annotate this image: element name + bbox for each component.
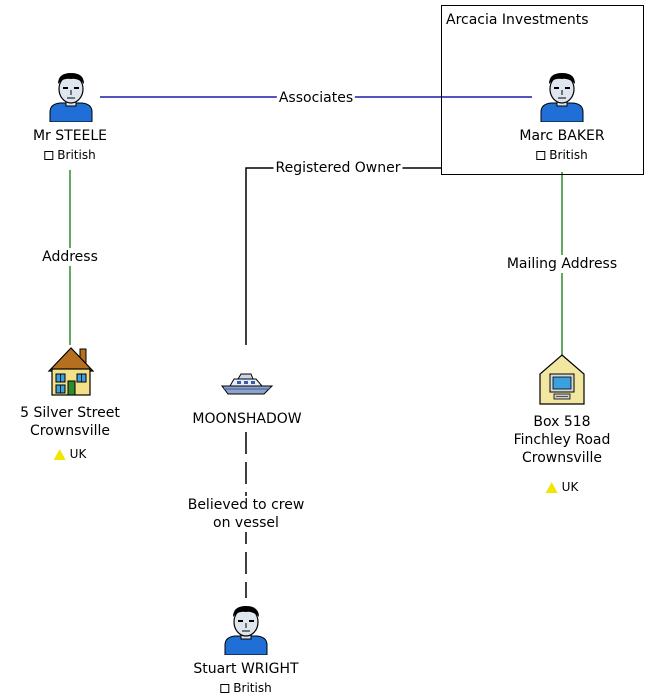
- checkbox-flag-icon: [536, 150, 546, 160]
- link-label-mailing-address[interactable]: Mailing Address: [504, 255, 620, 273]
- warning-triangle-icon: [53, 448, 66, 460]
- group-box-arcacia[interactable]: [441, 5, 644, 175]
- link-label-crew[interactable]: Believed to crew on vessel: [185, 496, 307, 532]
- crew-label-line2: on vessel: [213, 515, 279, 531]
- crew-label-line1: Believed to crew: [187, 497, 305, 513]
- group-title: Arcacia Investments: [446, 12, 589, 28]
- country-silver-text: UK: [69, 447, 87, 461]
- nationality-steele: British: [44, 148, 96, 162]
- person-icon[interactable]: [221, 603, 271, 659]
- nationality-wright: British: [220, 681, 272, 695]
- address-silver-line1: 5 Silver Street: [20, 405, 120, 421]
- nationality-wright-text: British: [233, 681, 272, 695]
- checkbox-flag-icon: [44, 150, 54, 160]
- person-name-wright: Stuart WRIGHT: [193, 661, 299, 677]
- mailbox-icon[interactable]: [539, 354, 585, 410]
- registered-owner-line[interactable]: [245, 167, 441, 345]
- warning-triangle-icon: [545, 481, 558, 493]
- person-name-steele: Mr STEELE: [32, 128, 108, 144]
- nationality-baker: British: [536, 148, 588, 162]
- checkbox-flag-icon: [220, 683, 230, 693]
- person-name-baker: Marc BAKER: [519, 128, 605, 144]
- country-box518: UK: [545, 480, 579, 494]
- address-silver-street: 5 Silver Street Crownsville: [20, 404, 120, 440]
- link-label-address[interactable]: Address: [40, 248, 100, 266]
- link-label-associates[interactable]: Associates: [276, 89, 356, 107]
- vessel-name: MOONSHADOW: [192, 411, 302, 427]
- boat-icon[interactable]: [220, 372, 274, 400]
- nationality-steele-text: British: [57, 148, 96, 162]
- address-box518-line1: Box 518: [533, 414, 591, 430]
- person-icon[interactable]: [46, 70, 96, 126]
- nationality-baker-text: British: [549, 148, 588, 162]
- address-box518: Box 518 Finchley Road Crownsville: [514, 413, 611, 467]
- address-box518-line3: Crownsville: [522, 450, 602, 466]
- person-icon[interactable]: [537, 70, 587, 126]
- address-box518-line2: Finchley Road: [513, 432, 611, 448]
- house-icon[interactable]: [47, 345, 95, 401]
- country-box518-text: UK: [561, 480, 579, 494]
- address-silver-line2: Crownsville: [30, 423, 110, 439]
- country-silver-street: UK: [53, 447, 87, 461]
- link-label-registered-owner[interactable]: Registered Owner: [273, 159, 403, 177]
